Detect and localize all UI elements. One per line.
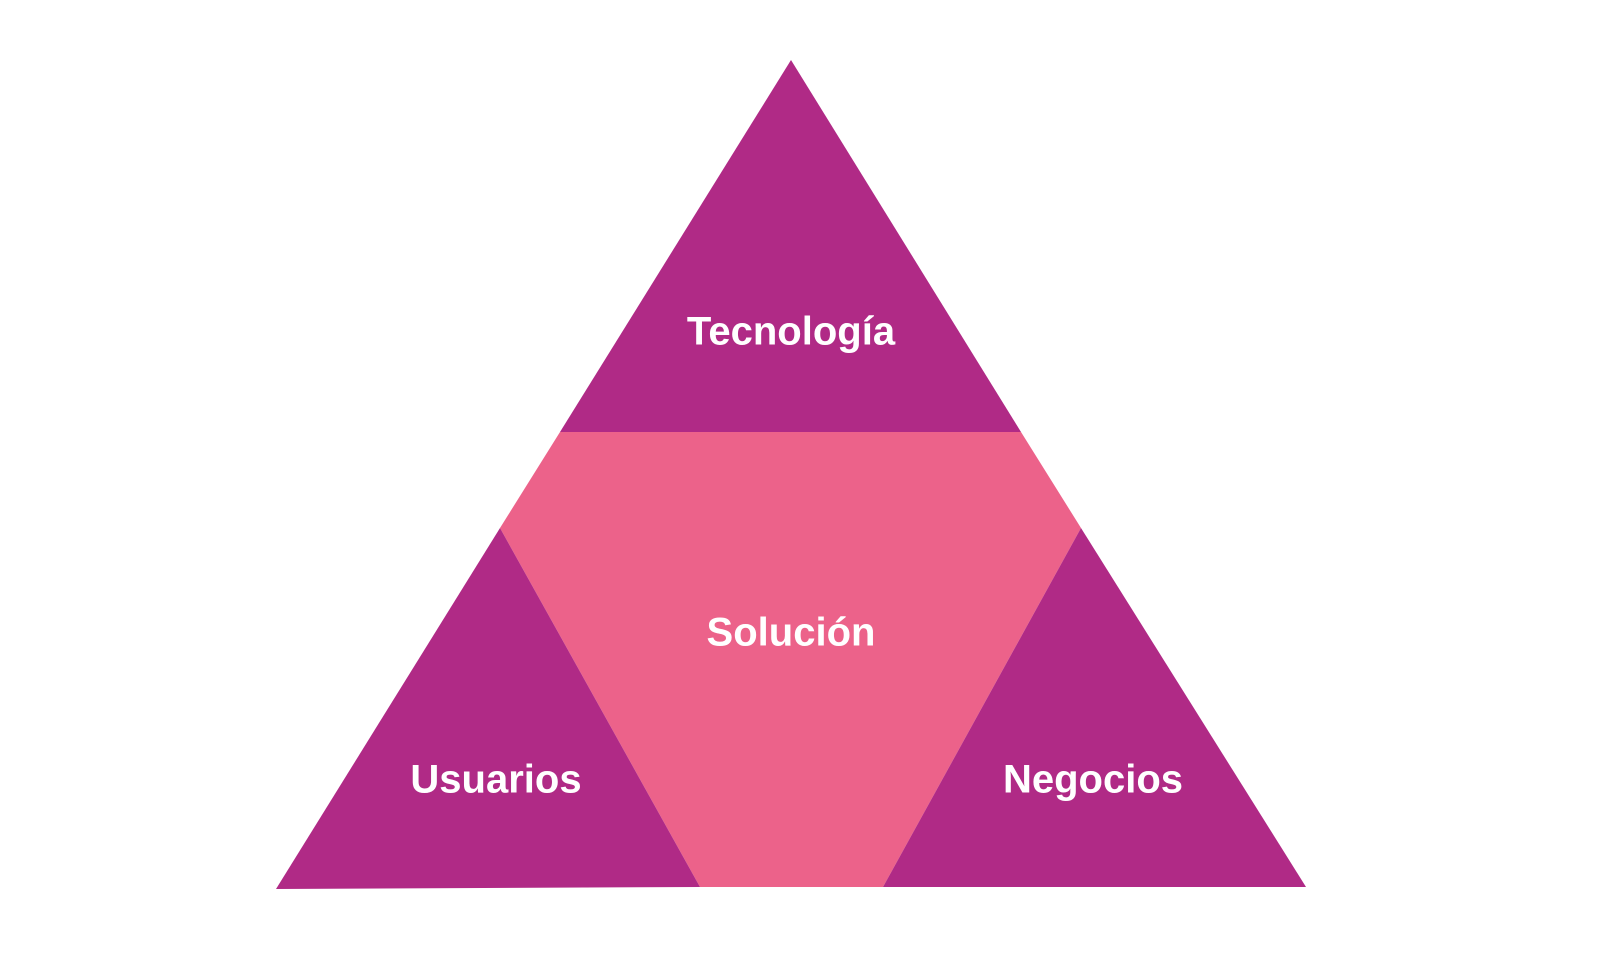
segment-top-triangle <box>560 60 1021 432</box>
label-usuarios: Usuarios <box>410 758 581 802</box>
label-solucion: Solución <box>707 611 876 655</box>
segment-center-region <box>500 432 1081 887</box>
label-negocios: Negocios <box>1003 758 1183 802</box>
segment-left-triangle <box>276 528 700 889</box>
segment-right-triangle <box>883 528 1306 887</box>
label-tecnologia: Tecnología <box>687 310 896 354</box>
